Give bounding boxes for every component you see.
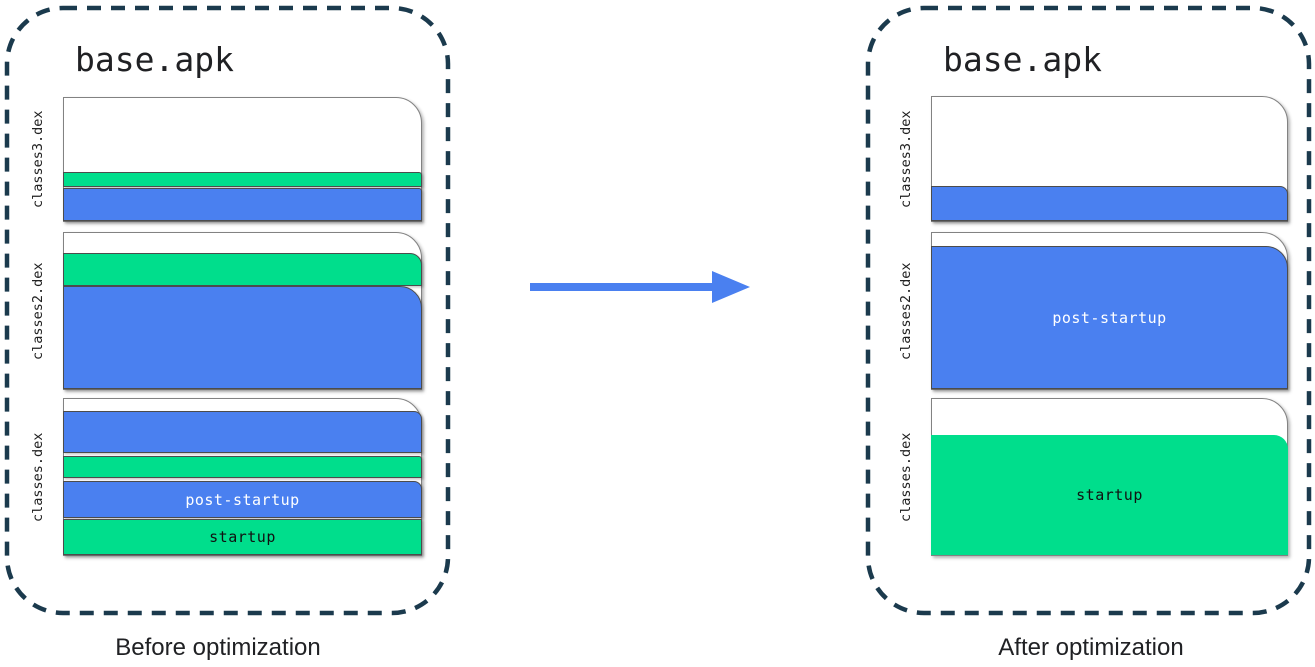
segment-postStartup [63,286,422,389]
after-apk-container-border [865,5,1312,616]
segment-startup [63,456,422,478]
file-shape: post-startup startup [63,398,422,556]
after-file-classes3: classes3.dex [898,96,1288,222]
file-name-label: classes.dex [30,432,46,522]
after-file-classes2: classes2.dex post-startup [898,232,1288,390]
file-shape [63,97,422,222]
file-name-label: classes.dex [898,432,914,522]
segment-postStartup: post-startup [931,246,1288,389]
segment-postStartup [931,186,1288,221]
before-apk-container-border [4,5,451,616]
after-caption: After optimization [998,634,1184,661]
after-file-classes: classes.dex startup [898,398,1288,556]
segment-postStartup: post-startup [63,481,422,518]
before-file-classes: classes.dex post-startup startup [30,398,422,556]
file-name-label: classes2.dex [898,262,914,360]
file-name-label: classes3.dex [30,110,46,209]
file-name-label: classes3.dex [898,110,914,208]
segment-startup [63,172,422,187]
file-shape [63,232,422,390]
after-apk-title: base.apk [943,40,1102,79]
file-shape: post-startup [931,232,1288,390]
segment-label: startup [209,528,276,546]
file-shape: startup [931,398,1288,556]
segment-startup: startup [931,435,1288,555]
before-caption: Before optimization [115,634,321,661]
segment-postStartup [63,188,422,221]
segment-label: post-startup [185,490,300,509]
before-file-classes2: classes2.dex [30,232,422,390]
segment-label: startup [1076,486,1143,504]
before-apk-title: base.apk [75,40,234,79]
segment-startup: startup [63,519,422,555]
file-name-label: classes2.dex [30,262,46,360]
optimization-arrow-head [712,271,750,303]
segment-label: post-startup [1052,308,1167,327]
before-file-classes3: classes3.dex [30,97,422,222]
file-shape [931,96,1288,222]
segment-startup [63,253,422,286]
segment-postStartup [63,411,422,453]
